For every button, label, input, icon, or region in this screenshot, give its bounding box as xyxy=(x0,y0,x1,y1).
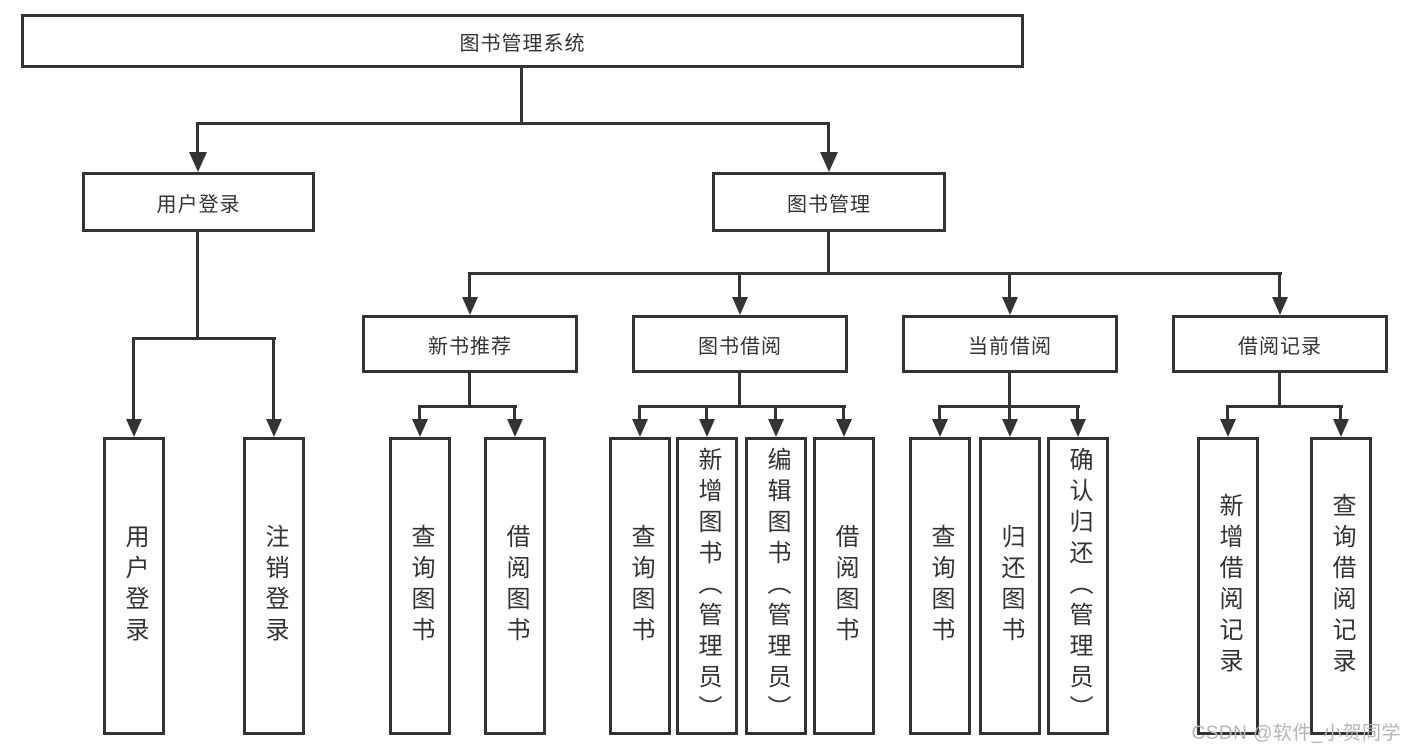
connector-drop-leaf xyxy=(513,405,516,421)
leaf-label: 查询图书 xyxy=(407,524,434,648)
node-current-borrow: 当前借阅 xyxy=(902,315,1118,373)
leaf-borrow-edit-book: 编辑图书（管理员） xyxy=(745,437,807,735)
node-label: 当前借阅 xyxy=(968,335,1052,358)
connector-book-management-stem xyxy=(827,232,830,272)
node-label: 借阅记录 xyxy=(1238,335,1322,358)
connector-records-bar xyxy=(1226,405,1343,408)
arrowhead-icon xyxy=(1002,419,1018,437)
node-label: 新书推荐 xyxy=(428,335,512,358)
node-label: 用户登录 xyxy=(156,193,241,216)
leaf-label: 归还图书 xyxy=(997,524,1024,648)
connector-drop-module xyxy=(468,272,471,300)
leaf-current-confirm-return: 确认归还（管理员） xyxy=(1047,437,1109,735)
connector-user-login-stem xyxy=(196,232,199,337)
leaf-borrow-search-book: 查询图书 xyxy=(609,437,671,735)
leaf-user-login: 用户登录 xyxy=(103,437,165,735)
connector-root-bar xyxy=(196,122,830,125)
connector-user-login-bar xyxy=(132,337,276,340)
arrowhead-icon xyxy=(732,297,748,315)
connector-drop-book-management xyxy=(827,122,830,156)
arrowhead-icon xyxy=(1220,419,1236,437)
arrowhead-icon xyxy=(189,152,207,172)
arrowhead-icon xyxy=(1002,297,1018,315)
arrowhead-icon xyxy=(507,419,523,437)
node-borrow-records: 借阅记录 xyxy=(1172,315,1388,373)
leaf-recommend-borrow-book: 借阅图书 xyxy=(484,437,546,735)
connector-drop-leaf xyxy=(842,405,845,421)
leaf-label: 查询借阅记录 xyxy=(1328,493,1355,679)
arrowhead-icon xyxy=(632,419,648,437)
connector-drop-leaf xyxy=(705,405,708,421)
arrowhead-icon xyxy=(699,419,715,437)
connector-drop-leaf xyxy=(938,405,941,421)
leaf-label: 新增借阅记录 xyxy=(1215,493,1242,679)
arrowhead-icon xyxy=(836,419,852,437)
connector-recommend-bar xyxy=(418,405,517,408)
leaf-label: 新增图书（管理员） xyxy=(694,446,721,726)
connector-drop-leaf xyxy=(1339,405,1342,421)
connector-current-stem xyxy=(1008,373,1011,405)
leaf-current-search-book: 查询图书 xyxy=(909,437,971,735)
connector-book-management-bar xyxy=(468,272,1282,275)
arrowhead-icon xyxy=(932,419,948,437)
leaf-label: 确认归还（管理员） xyxy=(1065,446,1092,726)
arrowhead-icon xyxy=(126,419,142,437)
arrowhead-icon xyxy=(412,419,428,437)
leaf-records-search-record: 查询借阅记录 xyxy=(1310,437,1372,735)
connector-drop-module xyxy=(738,272,741,300)
connector-drop-leaf xyxy=(418,405,421,421)
connector-drop-leaf xyxy=(774,405,777,421)
connector-drop-leaf xyxy=(1008,405,1011,421)
leaf-borrow-add-book: 新增图书（管理员） xyxy=(676,437,738,735)
connector-drop-module xyxy=(1008,272,1011,300)
node-root: 图书管理系统 xyxy=(21,14,1024,68)
connector-drop-leaf xyxy=(272,337,275,421)
connector-recommend-stem xyxy=(468,373,471,405)
leaf-label: 查询图书 xyxy=(927,524,954,648)
node-root-label: 图书管理系统 xyxy=(459,32,586,55)
connector-drop-leaf xyxy=(132,337,135,421)
arrowhead-icon xyxy=(1272,297,1288,315)
connector-borrow-stem xyxy=(738,373,741,405)
arrowhead-icon xyxy=(820,152,838,172)
leaf-records-add-record: 新增借阅记录 xyxy=(1197,437,1259,735)
connector-records-stem xyxy=(1278,373,1281,405)
node-book-management: 图书管理 xyxy=(712,172,946,232)
csdn-watermark: CSDN @软件_小贺同学 xyxy=(1191,723,1401,744)
connector-borrow-bar xyxy=(638,405,846,408)
node-new-book-recommend: 新书推荐 xyxy=(362,315,578,373)
arrowhead-icon xyxy=(462,297,478,315)
arrowhead-icon xyxy=(768,419,784,437)
node-label: 图书借阅 xyxy=(698,335,782,358)
leaf-label: 用户登录 xyxy=(121,524,148,648)
connector-drop-user-login xyxy=(196,122,199,156)
node-user-login: 用户登录 xyxy=(82,172,315,232)
connector-drop-leaf xyxy=(1076,405,1079,421)
leaf-label: 编辑图书（管理员） xyxy=(763,446,790,726)
arrowhead-icon xyxy=(266,419,282,437)
connector-root-stem xyxy=(520,68,523,122)
leaf-label: 注销登录 xyxy=(261,524,288,648)
leaf-logout: 注销登录 xyxy=(243,437,305,735)
connector-drop-leaf xyxy=(638,405,641,421)
leaf-label: 借阅图书 xyxy=(831,524,858,648)
arrowhead-icon xyxy=(1333,419,1349,437)
leaf-current-return-book: 归还图书 xyxy=(979,437,1041,735)
node-label: 图书管理 xyxy=(787,193,871,216)
arrowhead-icon xyxy=(1070,419,1086,437)
leaf-label: 借阅图书 xyxy=(502,524,529,648)
connector-drop-module xyxy=(1278,272,1281,300)
leaf-label: 查询图书 xyxy=(627,524,654,648)
node-book-borrow: 图书借阅 xyxy=(632,315,848,373)
leaf-borrow-borrow-book: 借阅图书 xyxy=(813,437,875,735)
connector-drop-leaf xyxy=(1226,405,1229,421)
leaf-recommend-search-book: 查询图书 xyxy=(389,437,451,735)
